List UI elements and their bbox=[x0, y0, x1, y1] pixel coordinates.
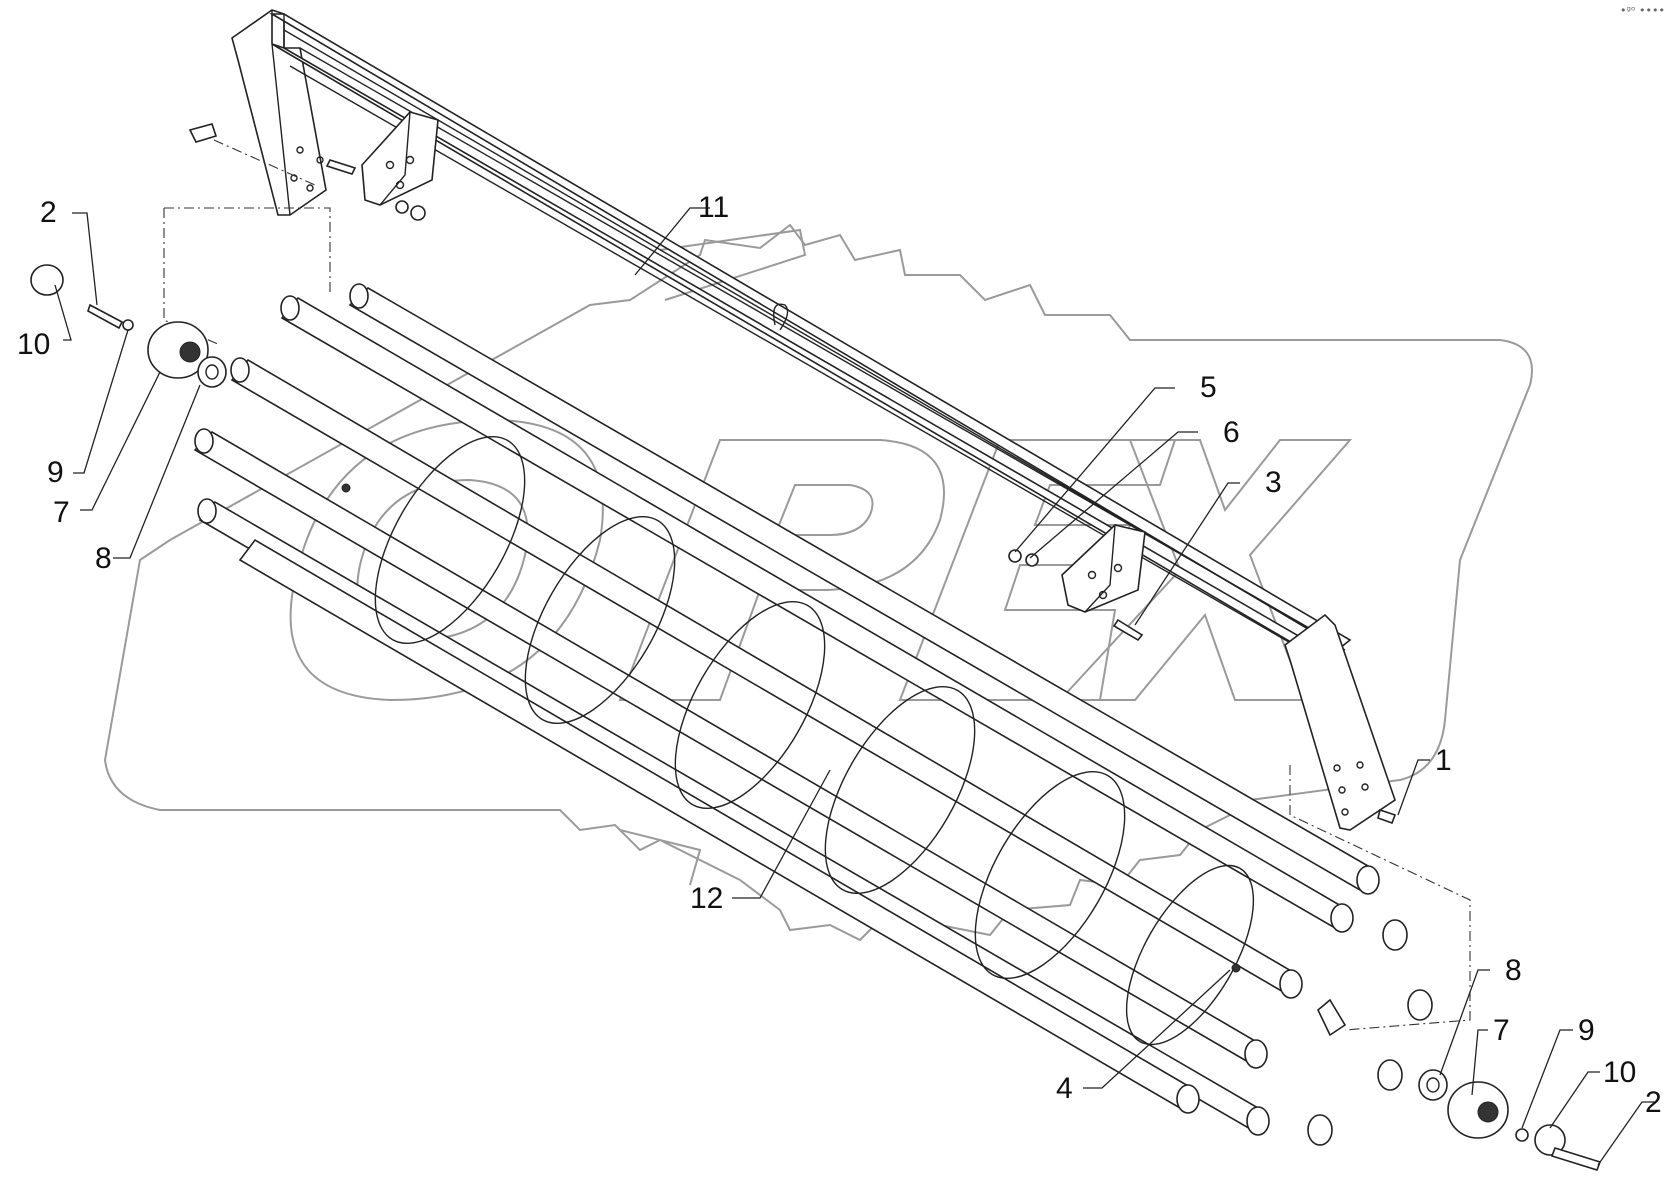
left-bearing-group bbox=[30, 264, 227, 388]
callout-9-right: 9 bbox=[1578, 1014, 1595, 1047]
callout-8-left: 8 bbox=[95, 542, 112, 575]
callout-5: 5 bbox=[1200, 371, 1217, 404]
callout-9-left: 9 bbox=[47, 456, 64, 489]
callout-10-right: 10 bbox=[1603, 1056, 1636, 1089]
callout-7-right: 7 bbox=[1493, 1014, 1510, 1047]
callout-1: 1 bbox=[1435, 744, 1452, 777]
frame-fasteners bbox=[188, 123, 1397, 825]
callout-12: 12 bbox=[690, 882, 723, 915]
frame-beam bbox=[231, 9, 1396, 831]
callout-8-right: 8 bbox=[1505, 954, 1522, 987]
callout-6: 6 bbox=[1223, 416, 1240, 449]
callout-7-left: 7 bbox=[53, 496, 70, 529]
callout-11: 11 bbox=[698, 191, 729, 224]
callout-labels: 11 2 10 9 7 8 5 6 3 1 12 4 8 7 9 10 2 bbox=[17, 191, 1662, 1119]
assembly-line-right bbox=[1289, 765, 1471, 1031]
callout-4: 4 bbox=[1056, 1072, 1073, 1105]
right-bearing-group bbox=[1418, 1069, 1602, 1171]
callout-2-right: 2 bbox=[1645, 1086, 1662, 1119]
callout-10-left: 10 bbox=[17, 328, 50, 361]
callout-3: 3 bbox=[1265, 466, 1282, 499]
assembly-line-left bbox=[164, 207, 331, 295]
leader-lines bbox=[54, 207, 1655, 1166]
watermark-logo bbox=[103, 223, 1533, 942]
callout-2-left: 2 bbox=[40, 196, 57, 229]
corner-mark: •ᵍᵒ •••• bbox=[1620, 4, 1665, 17]
roller-cage bbox=[193, 283, 1433, 1146]
